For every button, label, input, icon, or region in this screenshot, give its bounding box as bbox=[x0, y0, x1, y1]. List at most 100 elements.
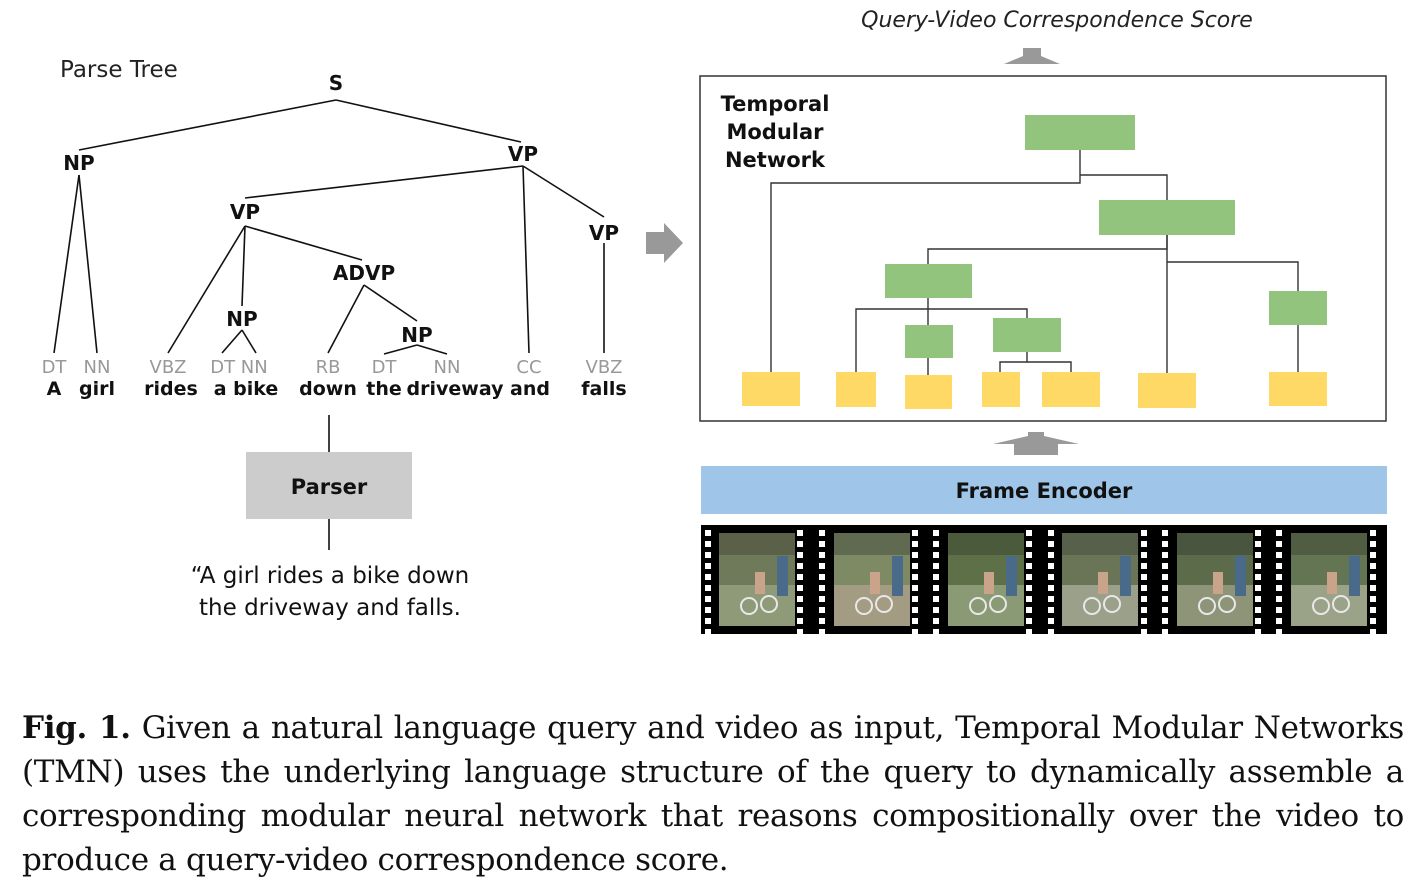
sprocket-hole bbox=[1048, 629, 1054, 635]
sprocket-hole bbox=[1048, 618, 1054, 624]
module-node bbox=[1099, 200, 1235, 235]
sprocket-hole bbox=[1255, 530, 1261, 536]
node-np-root: NP bbox=[63, 151, 94, 175]
sprocket-hole bbox=[1141, 585, 1147, 591]
sprocket-hole bbox=[1276, 563, 1282, 569]
sprocket-hole bbox=[1141, 530, 1147, 536]
tmn-title-line-2: Modular bbox=[726, 120, 824, 144]
sprocket-hole bbox=[1026, 530, 1032, 536]
sprocket-hole bbox=[705, 585, 711, 591]
sprocket-hole bbox=[1370, 541, 1376, 547]
sprocket-hole bbox=[1026, 541, 1032, 547]
video-filmstrip bbox=[701, 525, 1387, 635]
leaf-node bbox=[905, 375, 952, 409]
sprocket-hole bbox=[1255, 629, 1261, 635]
sprocket-hole bbox=[1370, 618, 1376, 624]
sprocket-hole bbox=[912, 541, 918, 547]
sprocket-hole bbox=[1026, 618, 1032, 624]
sprocket-hole bbox=[1255, 607, 1261, 613]
sprocket-hole bbox=[1276, 596, 1282, 602]
tmn-title: Temporal Modular Network bbox=[721, 92, 830, 172]
sprocket-hole bbox=[1276, 552, 1282, 558]
parser-label: Parser bbox=[291, 475, 368, 499]
pos-tag: VBZ bbox=[586, 357, 623, 378]
sprocket-hole bbox=[933, 596, 939, 602]
node-s: S bbox=[329, 71, 343, 95]
parse-tree-title: Parse Tree bbox=[60, 57, 178, 83]
token-word: and bbox=[510, 378, 550, 400]
sprocket-hole bbox=[1141, 596, 1147, 602]
sprocket-hole bbox=[797, 596, 803, 602]
module-node bbox=[885, 264, 972, 298]
video-frame bbox=[1291, 533, 1367, 626]
sprocket-hole bbox=[1370, 596, 1376, 602]
sprocket-hole bbox=[797, 530, 803, 536]
sprocket-hole bbox=[797, 563, 803, 569]
sprocket-hole bbox=[1048, 530, 1054, 536]
sprocket-hole bbox=[912, 607, 918, 613]
token-word: rides bbox=[144, 378, 198, 400]
parse-tree-edges bbox=[53, 99, 605, 355]
sprocket-hole bbox=[1048, 585, 1054, 591]
score-label: Query-Video Correspondence Score bbox=[861, 8, 1253, 33]
sprocket-hole bbox=[1141, 552, 1147, 558]
sprocket-hole bbox=[1255, 552, 1261, 558]
sprocket-hole bbox=[1370, 563, 1376, 569]
pos-tag: CC bbox=[516, 357, 541, 378]
sprocket-hole bbox=[819, 585, 825, 591]
sprocket-hole bbox=[1026, 574, 1032, 580]
sprocket-hole bbox=[1141, 607, 1147, 613]
up-arrow-icon bbox=[1004, 48, 1060, 64]
sprocket-hole bbox=[1141, 618, 1147, 624]
leaf-modules bbox=[742, 372, 1327, 409]
sprocket-hole bbox=[1370, 574, 1376, 580]
sprocket-hole bbox=[1048, 596, 1054, 602]
sprocket-hole bbox=[1026, 607, 1032, 613]
sprocket-hole bbox=[705, 574, 711, 580]
sprocket-hole bbox=[1162, 596, 1168, 602]
sprocket-hole bbox=[1162, 607, 1168, 613]
sprocket-hole bbox=[819, 563, 825, 569]
sprocket-hole bbox=[933, 629, 939, 635]
pos-tag: VBZ bbox=[150, 357, 187, 378]
sprocket-hole bbox=[933, 618, 939, 624]
sprocket-hole bbox=[1162, 574, 1168, 580]
node-vp-falls: VP bbox=[589, 221, 619, 245]
leaf-node bbox=[836, 372, 876, 407]
sprocket-hole bbox=[933, 574, 939, 580]
video-frame bbox=[948, 533, 1024, 626]
figure: Parse Tree S NP VP VP VP ADVP NP bbox=[42, 8, 1387, 635]
sprocket-hole bbox=[1255, 574, 1261, 580]
sprocket-hole bbox=[1255, 563, 1261, 569]
sprocket-hole bbox=[705, 530, 711, 536]
sprocket-hole bbox=[797, 585, 803, 591]
sprocket-hole bbox=[819, 607, 825, 613]
sprocket-hole bbox=[1162, 530, 1168, 536]
sprocket-hole bbox=[1276, 585, 1282, 591]
sprocket-hole bbox=[933, 563, 939, 569]
sprocket-hole bbox=[912, 530, 918, 536]
sprocket-hole bbox=[912, 552, 918, 558]
sprocket-hole bbox=[1141, 574, 1147, 580]
sprocket-hole bbox=[1162, 552, 1168, 558]
query-line-1: “A girl rides a bike down bbox=[191, 563, 469, 589]
pos-tag: RB bbox=[316, 357, 341, 378]
video-frame bbox=[719, 533, 795, 626]
sprocket-hole bbox=[819, 552, 825, 558]
sprocket-hole bbox=[705, 607, 711, 613]
leaf-node bbox=[1042, 372, 1100, 407]
sprocket-hole bbox=[797, 629, 803, 635]
token-word: A bbox=[47, 378, 62, 400]
leaf-node bbox=[1138, 373, 1196, 408]
sprocket-hole bbox=[705, 618, 711, 624]
sprocket-hole bbox=[1048, 563, 1054, 569]
pos-tags: DT NN VBZ DT NN RB DT NN CC VBZ bbox=[42, 357, 623, 378]
sprocket-hole bbox=[933, 552, 939, 558]
video-frame bbox=[1177, 533, 1253, 626]
sprocket-hole bbox=[912, 629, 918, 635]
sprocket-hole bbox=[1162, 618, 1168, 624]
leaf-node bbox=[1269, 372, 1327, 406]
tmn-title-line-3: Network bbox=[725, 148, 826, 172]
leaf-node bbox=[742, 372, 800, 406]
sprocket-hole bbox=[933, 530, 939, 536]
